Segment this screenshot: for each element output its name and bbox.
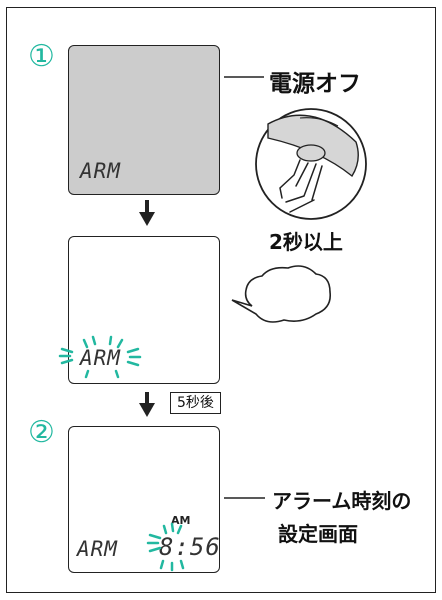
diagram-frame	[6, 7, 436, 593]
power-off-label: 電源オフ	[269, 71, 361, 97]
hand-pressing-button-icon	[255, 108, 367, 220]
lcd-screen-off: ARM	[68, 45, 220, 195]
alarm-setting-label-line1: アラーム時刻の	[272, 489, 412, 513]
alarm-setting-label-line2: 設定画面	[278, 522, 358, 546]
lcd-arm-text: ARM	[80, 159, 121, 183]
lcd-arm-blinking-text: ARM	[80, 346, 121, 370]
step-2-marker: ②	[28, 415, 55, 450]
lcd-screen-blinking: ARM	[68, 236, 220, 384]
speech-bubble-icon	[231, 265, 332, 323]
step-1-marker: ①	[28, 39, 55, 74]
down-arrow-icon-2	[139, 392, 155, 417]
after-5-seconds-label: 5秒後	[170, 392, 221, 414]
lcd-screen-setting: ARM AM 8:56	[68, 426, 220, 573]
hold-duration-label: 2秒以上	[269, 230, 343, 254]
lcd-time-display: 8:56	[159, 533, 221, 561]
time-blink-marks-icon	[146, 522, 185, 572]
lcd-arm-text-2: ARM	[77, 537, 118, 561]
down-arrow-icon	[139, 200, 155, 226]
blink-marks-icon	[58, 335, 142, 379]
lcd-am-indicator: AM	[171, 514, 191, 527]
